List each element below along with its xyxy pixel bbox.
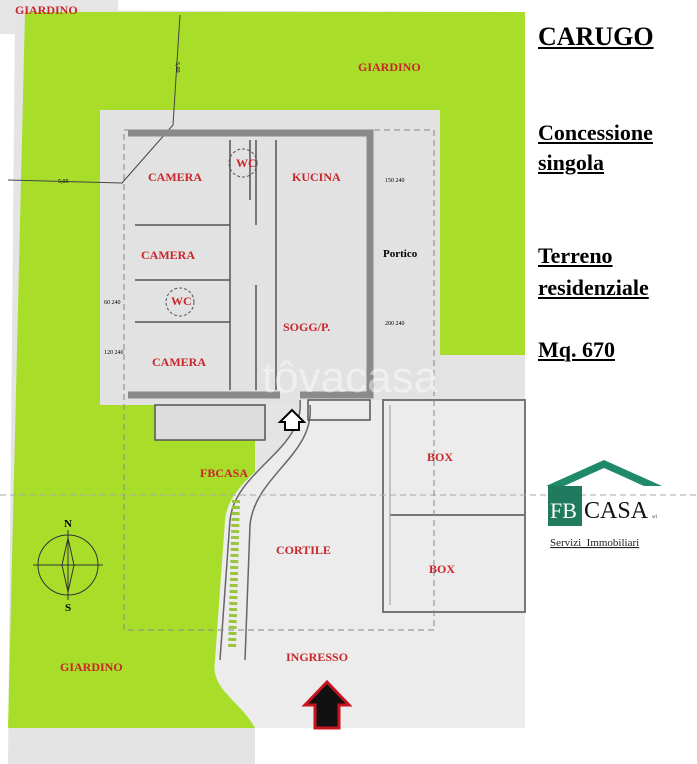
- label-wc-1: WC: [236, 156, 257, 170]
- label-giardino-top-left: GIARDINO: [15, 3, 78, 17]
- walls: [128, 129, 374, 399]
- watermark: tôvacasa: [262, 353, 439, 402]
- hedge: [228, 499, 240, 651]
- garage-block: [382, 399, 526, 613]
- driveway: [214, 400, 525, 728]
- label-wc-2: WC: [171, 294, 192, 308]
- label-camera-2: CAMERA: [141, 248, 195, 262]
- garden-area: [8, 12, 525, 728]
- label-giardino-top: GIARDINO: [358, 60, 421, 74]
- svg-text:srl: srl: [652, 515, 658, 520]
- label-camera-1: CAMERA: [148, 170, 202, 184]
- dim-label-w3: 60 240: [104, 300, 121, 306]
- label-box-2: BOX: [429, 562, 455, 576]
- label-camera-3: CAMERA: [152, 355, 206, 369]
- dim-label-w2: 200 240: [385, 321, 405, 327]
- dim-label-d1: 5,00: [174, 62, 180, 73]
- info-terreno: Terreno: [538, 243, 613, 268]
- label-giardino-bottom: GIARDINO: [60, 660, 123, 674]
- dim-label-w1: 150 240: [385, 178, 405, 184]
- house-entry-arrow-icon: [277, 408, 307, 431]
- info-singola: singola: [538, 150, 605, 175]
- label-kucina: KUCINA: [292, 170, 341, 184]
- main-entrance-arrow-icon: [301, 679, 353, 730]
- label-cortile: CORTILE: [276, 543, 331, 557]
- compass-north: N: [64, 518, 72, 530]
- svg-text:CASA: CASA: [584, 498, 649, 524]
- label-portico: Portico: [383, 248, 418, 260]
- house-footprint: [100, 110, 440, 405]
- dim-label-w4: 120 240: [104, 350, 124, 356]
- info-residenziale: residenziale: [538, 275, 649, 300]
- info-area: Mq. 670: [538, 337, 615, 362]
- svg-text:Servizi Immobiliari: Servizi Immobiliari: [550, 537, 639, 549]
- measure-lines: [7, 14, 181, 184]
- label-sogg: SOGG/P.: [283, 320, 330, 334]
- svg-text:FB: FB: [550, 498, 577, 523]
- svg-text:Agenzia Immobiliare: Agenzia Immobiliare: [587, 476, 621, 481]
- label-box-1: BOX: [427, 450, 453, 464]
- fbcasa-logo: Agenzia Immobiliare FB CASA srl Servizi …: [544, 456, 664, 556]
- interior-walls: [135, 140, 371, 441]
- info-concessione: Concessione: [538, 120, 653, 145]
- label-fbcasa: FBCASA: [200, 466, 248, 480]
- compass-icon: [33, 530, 103, 600]
- dim-label-d2: 5,05: [58, 179, 69, 185]
- compass-south: S: [65, 602, 71, 614]
- label-ingresso: INGRESSO: [286, 650, 348, 664]
- city-title: CARUGO: [538, 22, 654, 51]
- driveway-edge: [244, 404, 311, 661]
